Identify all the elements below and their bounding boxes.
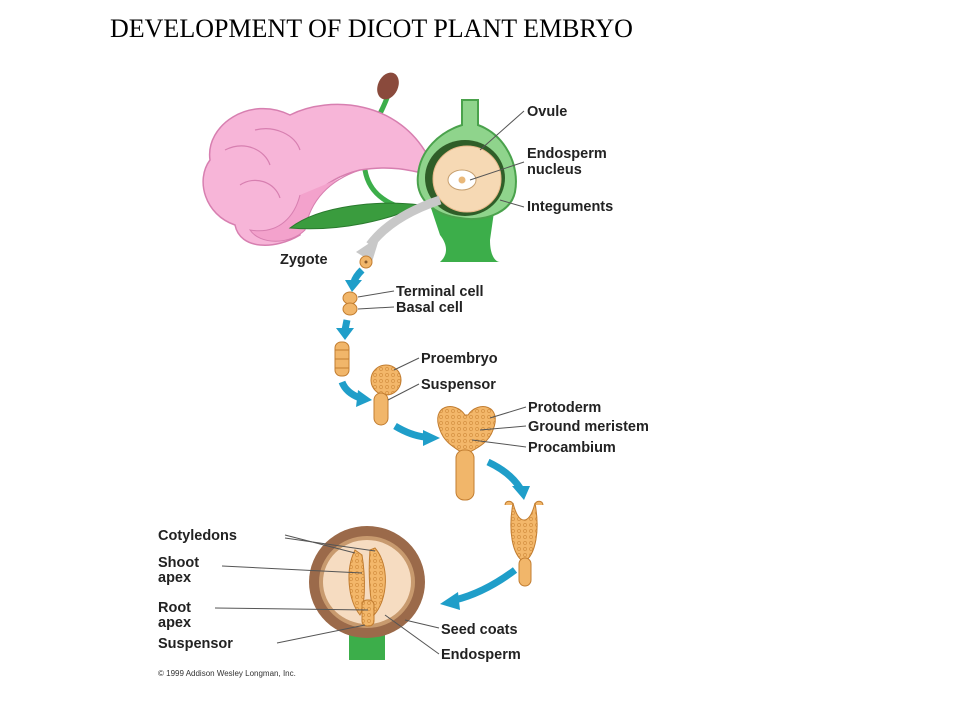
label-cotyledons: Cotyledons (158, 528, 237, 544)
label-integuments: Integuments (527, 199, 613, 215)
endosperm-shape (323, 540, 411, 624)
label-ovule: Ovule (527, 104, 567, 120)
suspensor-shape (373, 392, 389, 426)
label-shoot-apex-line2: apex (158, 570, 191, 586)
label-zygote: Zygote (280, 252, 328, 268)
torpedo-stage-embryo (510, 502, 538, 563)
label-ground-meristem: Ground meristem (528, 419, 649, 435)
endosperm-nucleus-shape (458, 176, 466, 184)
progression-arrows (336, 267, 530, 610)
terminal-cell-shape (342, 291, 358, 305)
leader-lines (214, 110, 527, 655)
label-suspensor-stage: Suspensor (421, 377, 496, 393)
label-seed-coats: Seed coats (441, 622, 518, 638)
label-procambium: Procambium (528, 440, 616, 456)
label-endosperm: Endosperm (441, 647, 521, 663)
grey-arrow-shaft (366, 195, 442, 248)
label-endosperm-nucleus-line1: Endosperm (527, 146, 607, 162)
grey-arrow-head (356, 236, 380, 262)
label-root-apex-line1: Root (158, 600, 191, 616)
label-endosperm-nucleus-line2: nucleus (527, 162, 582, 178)
label-terminal-cell: Terminal cell (396, 284, 484, 300)
label-shoot-apex-line1: Shoot (158, 555, 199, 571)
heart-stage-suspensor (455, 449, 475, 501)
page-title: DEVELOPMENT OF DICOT PLANT EMBRYO (110, 14, 633, 43)
label-suspensor-seed: Suspensor (158, 636, 233, 652)
petal-lower (248, 169, 361, 242)
cotyledon-left (348, 549, 365, 616)
heart-stage-embryo (437, 406, 496, 456)
flower-stem (430, 205, 500, 262)
torpedo-suspensor (518, 557, 532, 587)
copyright-credit: © 1999 Addison Wesley Longman, Inc. (158, 669, 296, 678)
seed-illustration (309, 526, 425, 660)
embryo-axis (361, 599, 375, 627)
label-root-apex-line2: apex (158, 615, 191, 631)
anther (377, 72, 399, 100)
basal-cell-shape (342, 302, 358, 316)
flower-illustration (202, 72, 517, 262)
label-protoderm: Protoderm (528, 400, 601, 416)
embryo-stages (334, 255, 544, 587)
proembryo-shape (370, 364, 402, 396)
label-basal-cell: Basal cell (396, 300, 463, 316)
label-proembryo: Proembryo (421, 351, 498, 367)
